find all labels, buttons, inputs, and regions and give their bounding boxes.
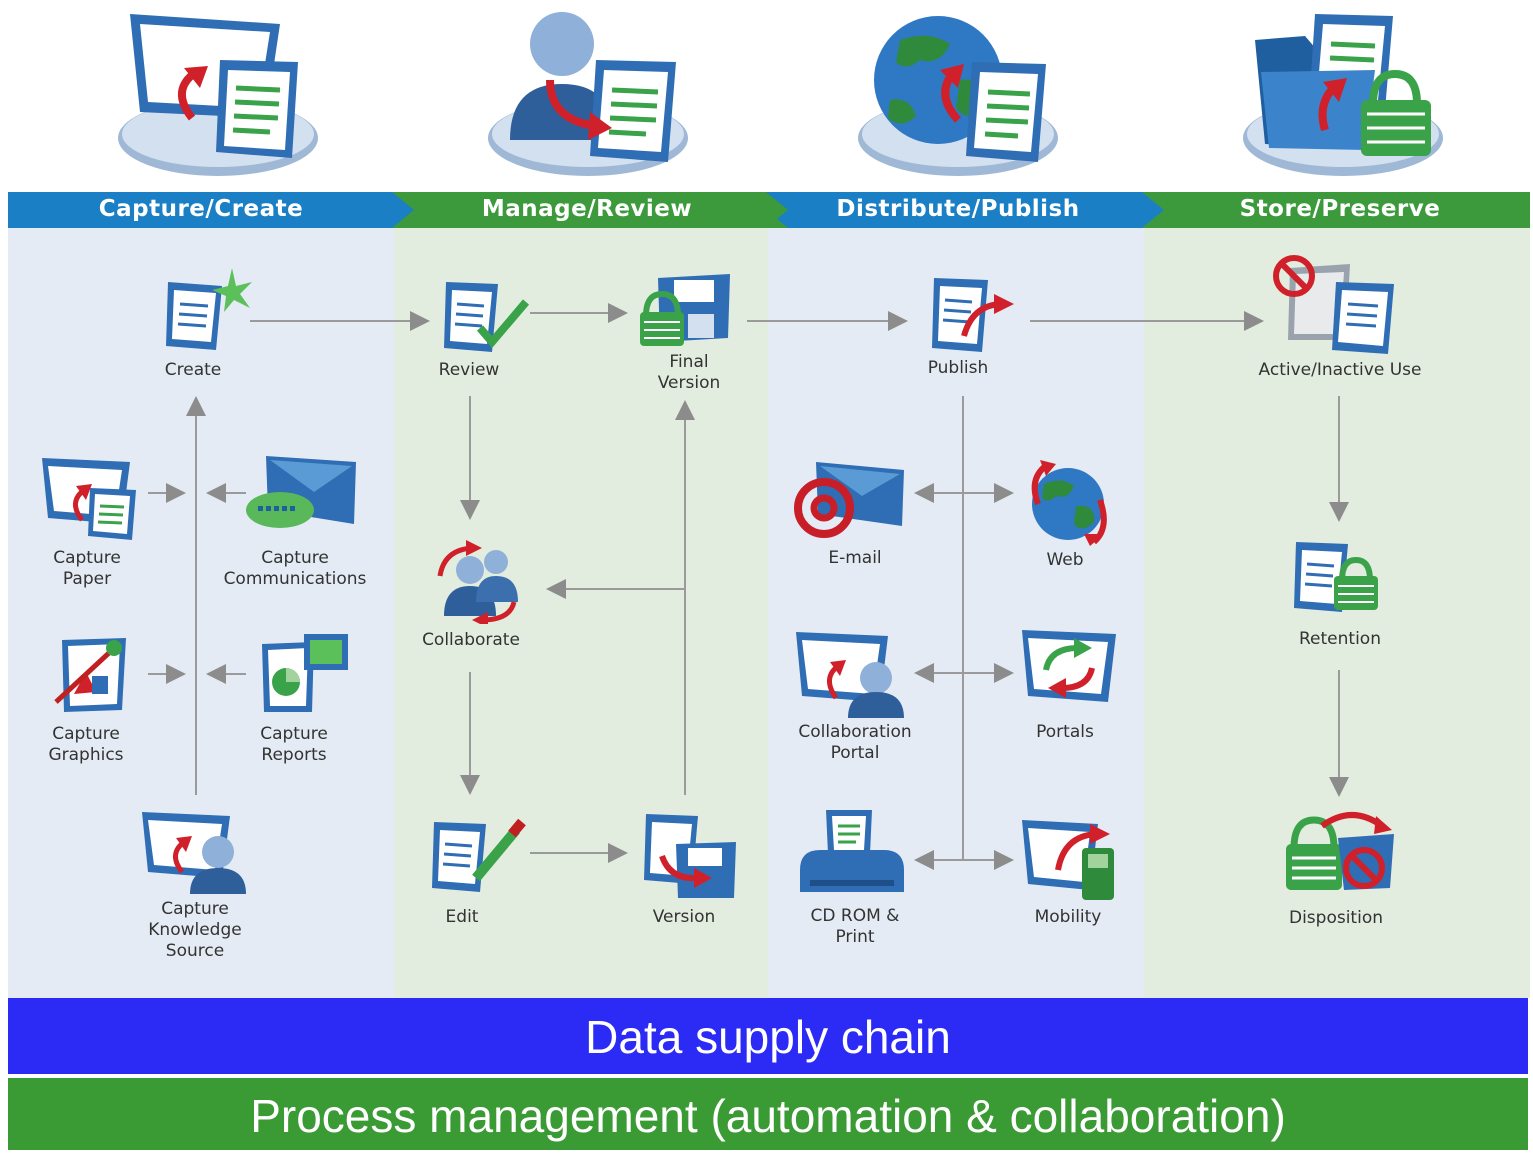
stage-banners <box>8 192 1530 228</box>
disposition-icon <box>1286 812 1394 890</box>
review-icon <box>444 282 530 352</box>
version-label: Version <box>652 907 716 927</box>
active-inactive-use-icon <box>1273 255 1394 354</box>
collaboration-portal-label: Collaboration Portal <box>798 722 912 763</box>
publish-label: Publish <box>927 358 989 378</box>
web-icon <box>1031 460 1107 546</box>
final-version-icon <box>640 274 730 346</box>
edit-icon <box>432 818 526 892</box>
retention-icon <box>1294 542 1378 612</box>
capture-reports-icon <box>262 634 348 712</box>
final-version-label: Final Version <box>657 352 721 393</box>
collaborate-label: Collaborate <box>422 630 520 650</box>
monitor-document-icon <box>100 0 340 190</box>
mobility-label: Mobility <box>1034 907 1102 927</box>
disposition-label: Disposition <box>1288 908 1383 928</box>
portals-icon <box>1022 630 1116 702</box>
data-supply-chain-bar: Data supply chain <box>8 998 1528 1074</box>
cd-rom-print-label: CD ROM & Print <box>810 906 900 947</box>
collaboration-portal-icon <box>796 632 904 718</box>
portals-label: Portals <box>1036 722 1094 742</box>
cd-rom-print-icon <box>800 810 904 892</box>
stage-store-preserve: Store/Preserve <box>1239 196 1441 222</box>
create-icon <box>166 268 252 350</box>
capture-knowledge-source-label: Capture Knowledge Source <box>148 899 242 961</box>
capture-paper-icon <box>42 458 136 540</box>
collaborate-icon <box>437 540 518 624</box>
capture-knowledge-source-icon <box>142 812 246 894</box>
retention-label: Retention <box>1299 629 1381 649</box>
mobility-icon <box>1022 820 1114 900</box>
folder-lock-icon <box>1225 0 1465 190</box>
stage-manage-review: Manage/Review <box>481 196 693 222</box>
email-icon <box>794 462 904 538</box>
publish-icon <box>932 278 1014 352</box>
capture-graphics-icon <box>54 638 126 712</box>
stage-distribute-publish: Distribute/Publish <box>836 196 1080 222</box>
web-label: Web <box>1046 550 1084 570</box>
capture-reports-label: Capture Reports <box>260 724 328 765</box>
capture-graphics-label: Capture Graphics <box>48 724 124 765</box>
version-icon <box>644 814 736 898</box>
globe-document-icon <box>840 0 1080 190</box>
active-inactive-use-label: Active/Inactive Use <box>1258 360 1422 380</box>
email-label: E-mail <box>828 548 882 568</box>
flow-connectors <box>148 303 1349 870</box>
capture-communications-label: Capture Communications <box>223 548 367 589</box>
create-label: Create <box>164 360 222 380</box>
capture-paper-label: Capture Paper <box>53 548 121 589</box>
stage-capture-create: Capture/Create <box>98 196 304 222</box>
review-label: Review <box>438 360 500 380</box>
capture-communications-icon <box>246 456 356 528</box>
edit-label: Edit <box>445 907 479 927</box>
person-document-icon <box>470 0 710 190</box>
process-management-bar: Process management (automation & collabo… <box>8 1078 1528 1150</box>
